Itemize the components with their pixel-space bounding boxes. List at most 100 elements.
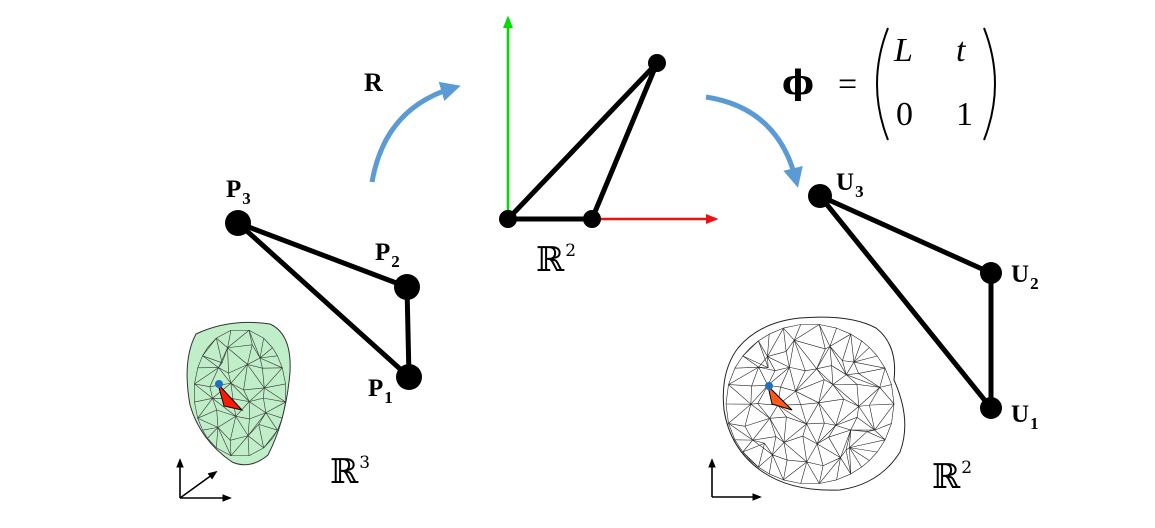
mesh-edge	[858, 406, 875, 431]
mesh-3d-highlight-vertex	[215, 380, 223, 388]
mesh-edge	[845, 449, 852, 474]
mesh-edge	[263, 438, 273, 449]
mesh-edge	[247, 435, 264, 449]
mesh-edge	[194, 383, 210, 387]
mesh-edge	[828, 425, 837, 438]
mesh-edge	[742, 443, 765, 453]
mesh-edge	[758, 367, 769, 386]
mesh-edge	[742, 439, 753, 453]
label-space-r3: ℝ3	[330, 452, 371, 492]
mesh-edge	[218, 347, 228, 368]
mesh-edge	[758, 443, 765, 468]
mesh-edge	[752, 439, 773, 456]
mesh-edge	[758, 340, 768, 357]
mesh-edge	[879, 384, 892, 388]
mesh-edge	[247, 357, 261, 365]
mesh-edge	[742, 340, 759, 357]
mesh-edge	[758, 333, 770, 342]
label-space-r2-right: ℝ2	[932, 457, 973, 497]
mesh-edge	[227, 347, 229, 374]
vertex-p3	[225, 210, 251, 236]
mesh-edge	[874, 403, 895, 431]
mesh-edge	[849, 431, 868, 448]
mesh-edge	[248, 329, 264, 339]
mesh-edge	[272, 347, 278, 356]
mesh-edge	[230, 383, 250, 402]
mesh-edge	[728, 368, 736, 385]
mesh-edge	[783, 442, 788, 461]
mesh-3d-highlight-triangle	[217, 383, 244, 411]
mesh-edge	[836, 473, 851, 481]
mesh-edge	[216, 337, 228, 348]
mesh-edge	[259, 357, 263, 369]
mesh-edge	[806, 402, 819, 425]
mesh-edge	[829, 346, 847, 375]
mesh-edge	[795, 368, 817, 392]
mesh-edge	[840, 457, 852, 475]
mesh-edge	[758, 366, 776, 371]
mesh-edge	[866, 431, 886, 441]
mesh-edge	[259, 357, 283, 369]
mesh-edge	[202, 427, 218, 431]
mesh-edge	[783, 442, 807, 463]
mesh-edge	[263, 387, 265, 399]
mesh-edge	[769, 327, 784, 335]
mesh-edge	[772, 436, 777, 455]
mesh-edge	[793, 340, 806, 371]
mesh-edge	[249, 401, 266, 413]
mesh-edge	[769, 416, 787, 419]
mesh-edge	[734, 355, 744, 369]
mesh-edge	[789, 340, 795, 368]
mesh-edge	[248, 447, 264, 457]
mesh-edge	[758, 454, 773, 468]
mesh-edge	[805, 368, 817, 372]
formula-equals: =	[838, 66, 858, 103]
mesh-edge	[265, 401, 286, 413]
mesh-edge	[194, 367, 219, 385]
mesh-edge	[228, 373, 232, 384]
mesh-edge	[750, 385, 752, 405]
mesh-edge	[802, 436, 808, 463]
mesh-edge	[842, 360, 854, 363]
mesh-edge	[769, 473, 784, 481]
mesh-edge	[789, 366, 806, 372]
mesh-edge	[744, 404, 752, 427]
mesh-edge	[202, 355, 223, 364]
mesh-edge	[775, 436, 785, 443]
mesh-edge	[217, 427, 232, 456]
mesh-edge	[816, 425, 836, 445]
mesh-edge	[232, 398, 250, 402]
mesh-edge	[783, 324, 801, 329]
mesh-edge	[227, 344, 253, 349]
mesh-edge	[248, 330, 253, 345]
mesh-3d-edges	[194, 329, 286, 457]
mesh-edge	[795, 390, 819, 404]
mesh-edge	[265, 412, 283, 419]
mesh-edge	[849, 447, 878, 453]
vertex-p2	[394, 274, 420, 300]
mesh-edge	[777, 404, 807, 425]
mesh-edge	[209, 386, 213, 399]
mesh-edge	[259, 347, 273, 359]
mesh-edge	[750, 403, 758, 405]
mesh-edge	[216, 410, 219, 428]
mesh-2d-highlight-vertex	[765, 382, 773, 390]
mesh-2d	[722, 316, 906, 491]
mesh-edge	[769, 405, 779, 419]
mesh-edge	[263, 398, 267, 413]
matrix-brackets	[876, 27, 996, 141]
mesh-edge	[891, 403, 895, 424]
mesh-edge	[829, 333, 851, 347]
mesh-edge	[249, 412, 266, 420]
mesh-edge	[850, 429, 868, 432]
mesh-edge	[249, 397, 264, 402]
mesh-edge	[227, 347, 248, 365]
mesh-edge	[817, 436, 829, 445]
mesh-edge	[783, 479, 801, 484]
mesh-edge	[806, 423, 818, 445]
mesh-edge	[768, 454, 773, 474]
mesh-edge	[249, 387, 265, 402]
mesh-edge	[263, 397, 286, 403]
mesh-edge	[884, 423, 892, 440]
mesh-edge	[750, 403, 770, 419]
